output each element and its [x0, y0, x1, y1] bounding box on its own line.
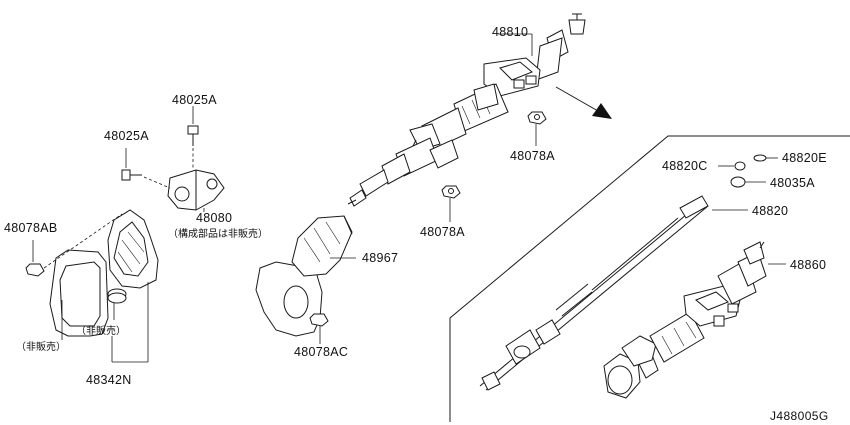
- label-48342n: 48342N: [86, 373, 132, 387]
- label-not-sold-mid: （非販売）: [76, 324, 126, 337]
- label-48035a: 48035A: [770, 176, 815, 190]
- nut-48078a-mid: [441, 185, 461, 199]
- direction-arrow: [555, 86, 612, 119]
- clamp-ring: [107, 288, 127, 304]
- universal-joint-48080: [167, 169, 225, 211]
- steering-column-assembly-48860: [603, 241, 767, 399]
- label-48078a-right: 48078A: [510, 149, 555, 163]
- label-not-sold-left: （非販売）: [16, 340, 66, 353]
- label-48820c: 48820C: [662, 159, 708, 173]
- steering-column-assembly: [347, 13, 586, 207]
- ring-48035a: [730, 176, 746, 188]
- leader-48810: [498, 33, 533, 56]
- label-48078ab: 48078AB: [4, 221, 58, 235]
- label-48820e: 48820E: [782, 151, 827, 165]
- label-48080: 48080: [196, 211, 232, 225]
- section-divider: [449, 135, 850, 422]
- label-48078ac: 48078AC: [294, 345, 348, 359]
- clip-48820e: [753, 154, 767, 162]
- nut-48078a-right: [527, 111, 547, 125]
- nut-48078ab: [25, 263, 45, 277]
- shaft-48820: [479, 195, 709, 391]
- label-48080-note: （構成部品は非販売）: [168, 227, 268, 240]
- leader-48342n: [61, 282, 149, 363]
- label-48820: 48820: [752, 204, 788, 218]
- label-48967: 48967: [362, 251, 398, 265]
- dust-cover-48967: [255, 215, 353, 337]
- bolt-48025a-left: [121, 169, 142, 181]
- diagram-code: J488005G: [770, 409, 829, 423]
- label-48860: 48860: [790, 258, 826, 272]
- bolt-48025a-top: [187, 125, 199, 146]
- label-48078a-mid: 48078A: [420, 225, 465, 239]
- label-48810: 48810: [492, 25, 528, 39]
- boot-seal-48342n: [49, 209, 159, 337]
- seal-48820c: [734, 161, 746, 171]
- nut-48078ac: [309, 313, 329, 327]
- label-48025a-top: 48025A: [172, 93, 217, 107]
- label-48025a-left: 48025A: [104, 129, 149, 143]
